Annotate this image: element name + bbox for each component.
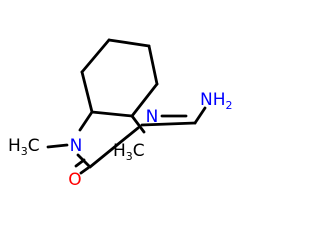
methyl-left-label: H3C [8, 136, 40, 158]
ring-to-amide-n-bond [78, 110, 94, 132]
carbonyl-double-bond-1 [79, 166, 90, 175]
ethyl-chain-bond [115, 126, 140, 147]
ring-bond-5 [130, 82, 159, 118]
cyclohexane-ring [80, 38, 159, 118]
amide-nitrogen-label: N [70, 136, 83, 156]
methyl-left-h: H [8, 136, 21, 156]
amino-nh: NH [200, 90, 226, 110]
amine-n-ethyl-bond [140, 121, 197, 127]
molecule-diagram: H3C N O N H3C NH2 [8, 38, 233, 190]
amine-group [115, 106, 207, 147]
ring-bond-2 [80, 38, 111, 74]
ethyl-to-amino-bond [193, 106, 207, 125]
carbonyl-double-bond-2 [74, 158, 86, 168]
ring-bond-4 [147, 44, 159, 86]
carbonyl-oxygen-label: O [68, 170, 81, 190]
amino-group-label: NH2 [200, 90, 233, 112]
amino-subscript: 2 [226, 99, 233, 112]
methyl-right-label: H3C [113, 141, 145, 163]
amide-group [46, 110, 119, 175]
amide-n-methyl-bond [46, 143, 69, 149]
amine-nitrogen-label: N [146, 107, 159, 127]
methyl-left-c: C [28, 136, 40, 156]
methyl-left-subscript: 3 [21, 145, 28, 158]
ring-bond-6 [90, 110, 134, 118]
ring-bond-1 [80, 70, 94, 114]
methyl-right-h: H [113, 141, 126, 161]
methyl-right-c: C [133, 141, 145, 161]
ring-to-amine-n-bond [130, 114, 146, 134]
methyl-right-subscript: 3 [126, 150, 133, 163]
carbonyl-to-ch3-bond [88, 143, 119, 169]
ring-bond-3 [107, 38, 151, 48]
